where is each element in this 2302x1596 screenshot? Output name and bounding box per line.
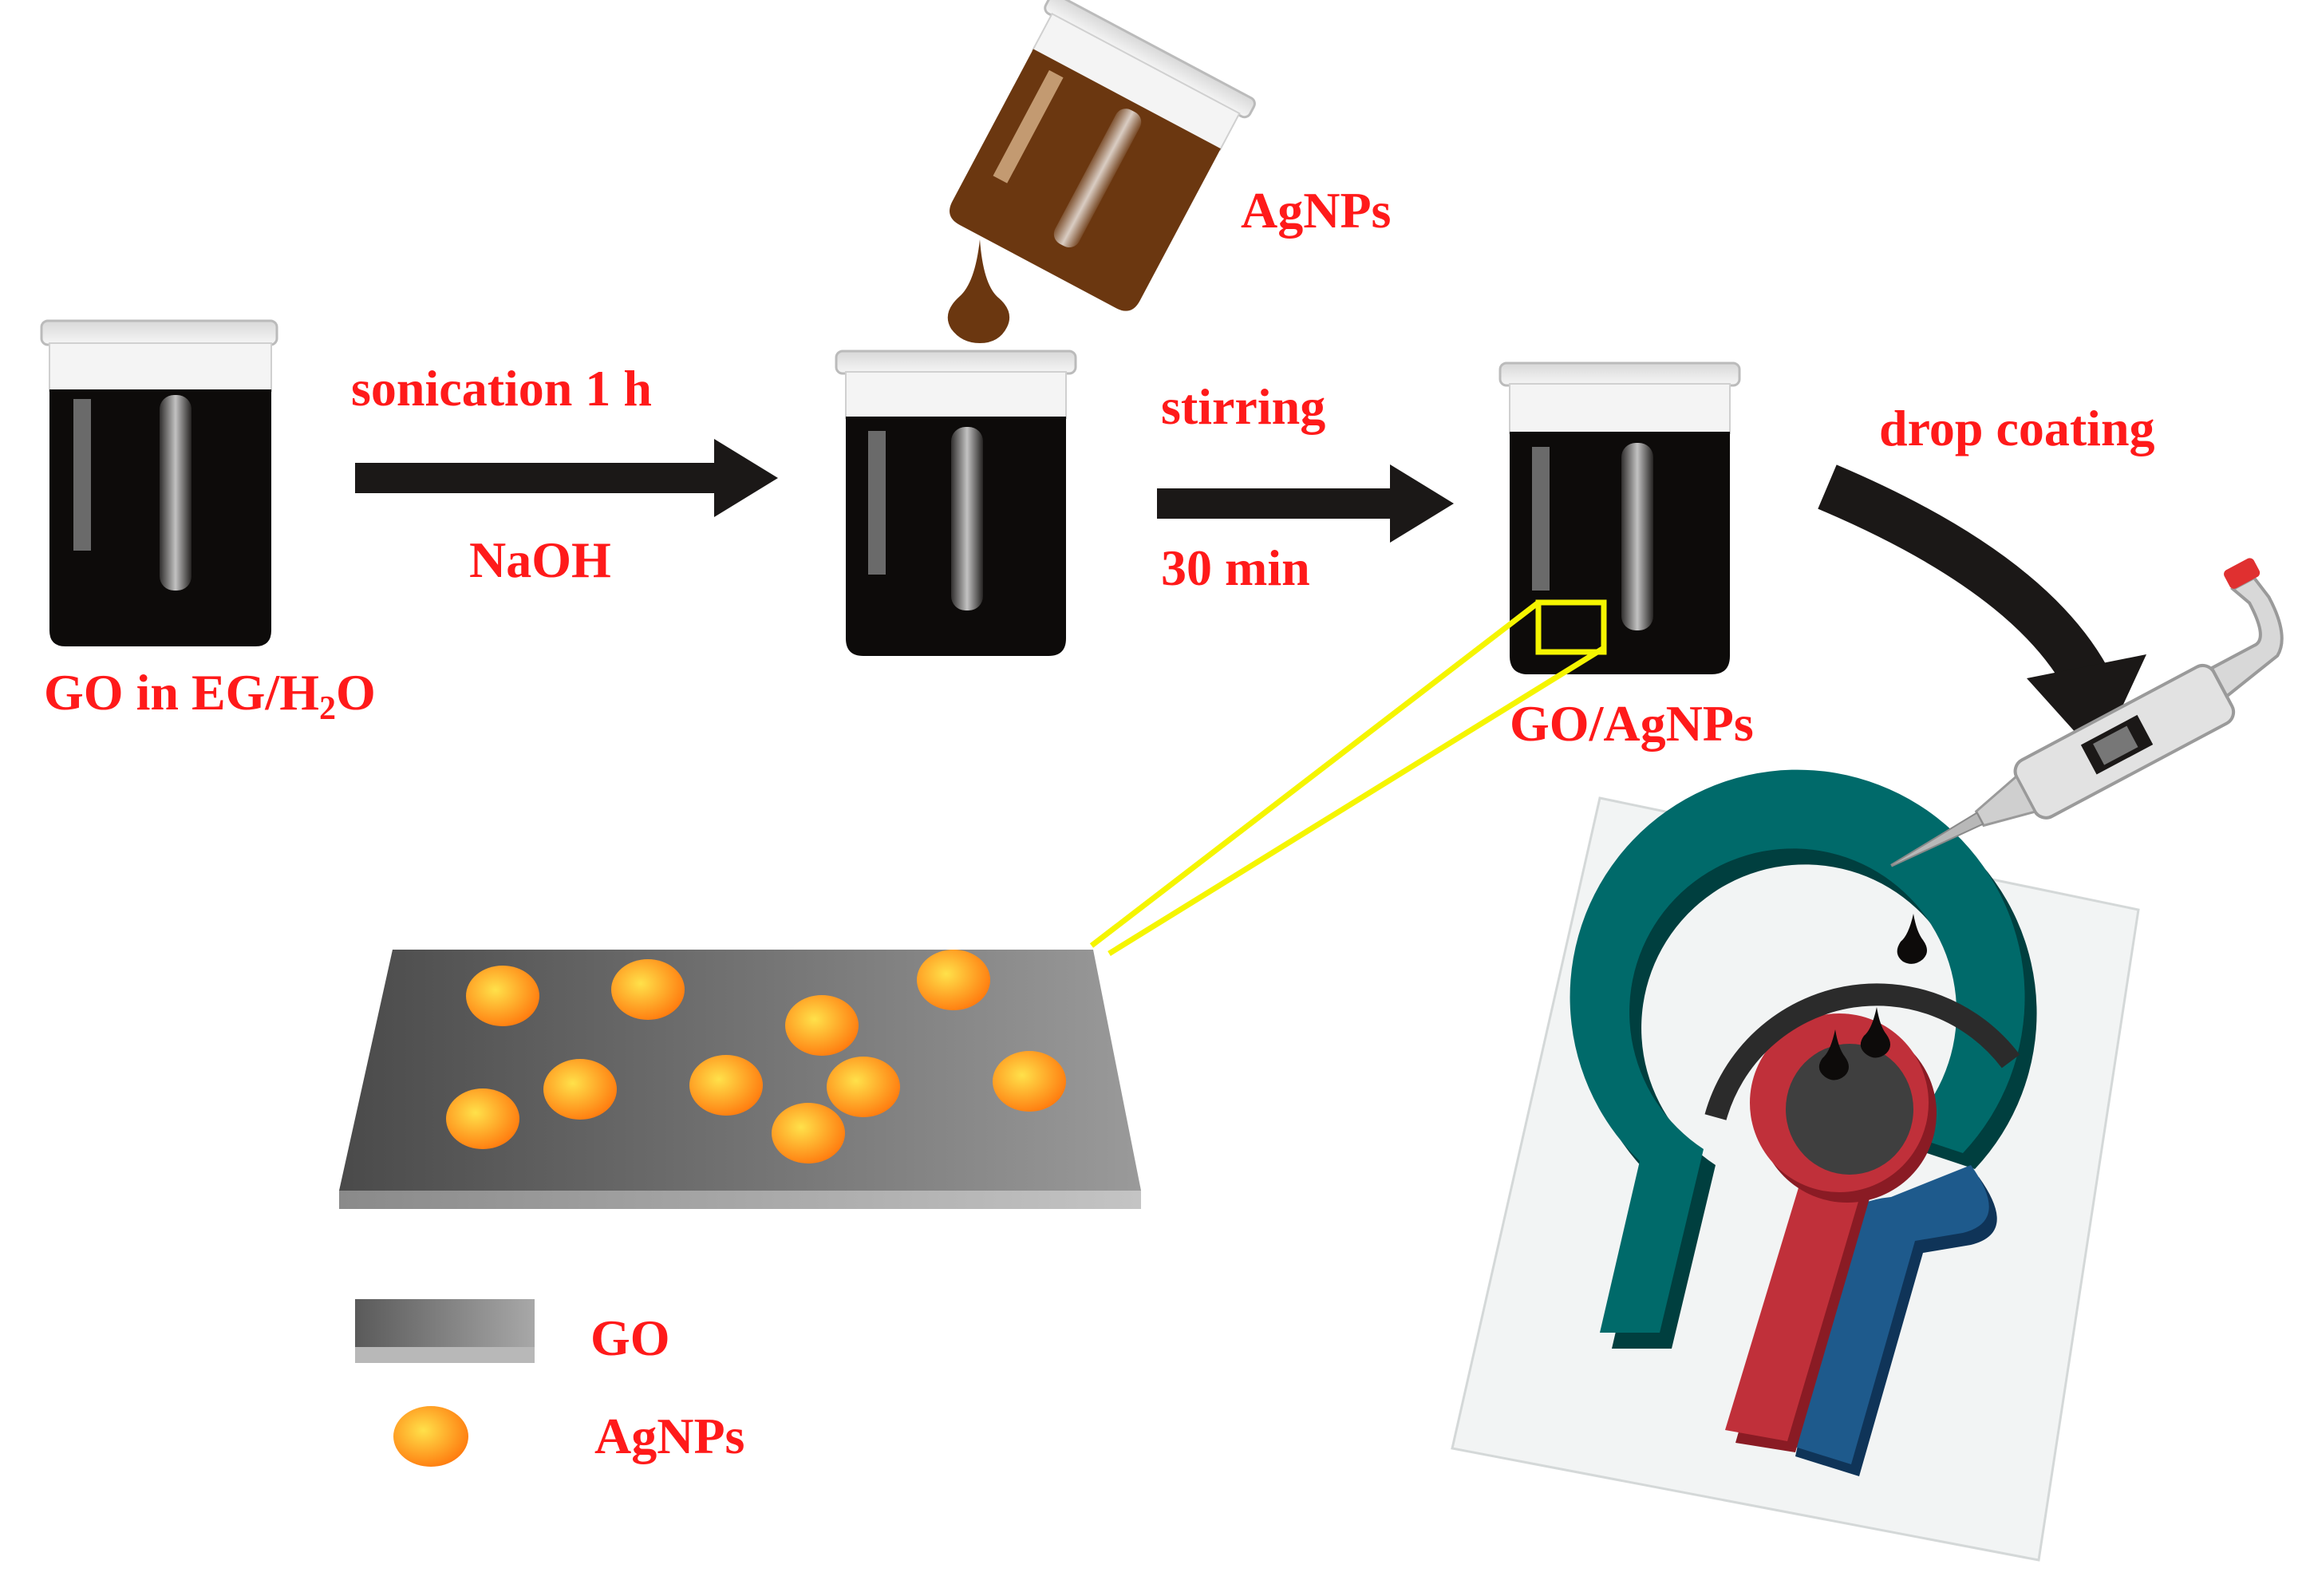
agnp-particle: [446, 1088, 519, 1149]
counter-electrode: [1570, 769, 2037, 1349]
agnp-particle: [917, 950, 990, 1010]
process-arrow-drop-coating: [1818, 464, 2146, 758]
label-30-min: 30 min: [1161, 539, 1310, 596]
electrode-illustration: [1451, 769, 2140, 1562]
pipette-icon: [1890, 558, 2284, 867]
agnp-particle: [543, 1059, 617, 1120]
agnp-particles: [446, 950, 1066, 1163]
legend-go-label: GO: [590, 1310, 670, 1366]
agnps-drop-icon: [947, 239, 1010, 343]
label-go-agnps: GO/AgNPs: [1510, 695, 1754, 752]
process-arrow-sonication: [355, 439, 778, 517]
ink-drop-icon: [1818, 1029, 1849, 1080]
agnps-beaker-icon: [950, 0, 1256, 311]
legend: [355, 1299, 535, 1467]
legend-agnps-label: AgNPs: [594, 1408, 745, 1464]
go-sheet-illustration: [339, 950, 1141, 1209]
label-go-in-eg-h2o: GO in EG/H2O: [44, 664, 376, 726]
legend-agnp-swatch: [393, 1406, 468, 1467]
working-electrode: [1725, 1013, 1937, 1452]
label-naoh: NaOH: [469, 531, 611, 588]
label-go-subscript: 2: [318, 690, 336, 727]
agnp-particle: [689, 1055, 763, 1116]
label-drop-coating: drop coating: [1879, 400, 2155, 456]
beaker-go-icon: [40, 319, 278, 646]
beaker-mix-icon: [835, 350, 1077, 656]
zoom-indicator: [1089, 599, 1607, 956]
label-agnps-top: AgNPs: [1241, 182, 1392, 239]
agnp-particle: [993, 1051, 1066, 1112]
agnp-particle: [785, 995, 859, 1056]
ink-drop-icon: [1860, 1007, 1890, 1058]
legend-go-swatch: [355, 1299, 535, 1363]
label-stirring: stirring: [1161, 378, 1326, 435]
agnp-particle: [772, 1103, 845, 1163]
label-go-suffix: O: [335, 664, 376, 721]
ink-drop-icon: [1897, 914, 1927, 964]
process-arrow-stirring: [1157, 464, 1454, 543]
agnp-particle: [611, 959, 685, 1020]
agnp-particle: [827, 1057, 900, 1117]
beaker-go-agnps-icon: [1498, 361, 1741, 674]
agnp-particle: [466, 966, 539, 1026]
label-sonication: sonication 1 h: [351, 360, 652, 417]
label-go-prefix: GO in EG/H: [44, 664, 319, 721]
